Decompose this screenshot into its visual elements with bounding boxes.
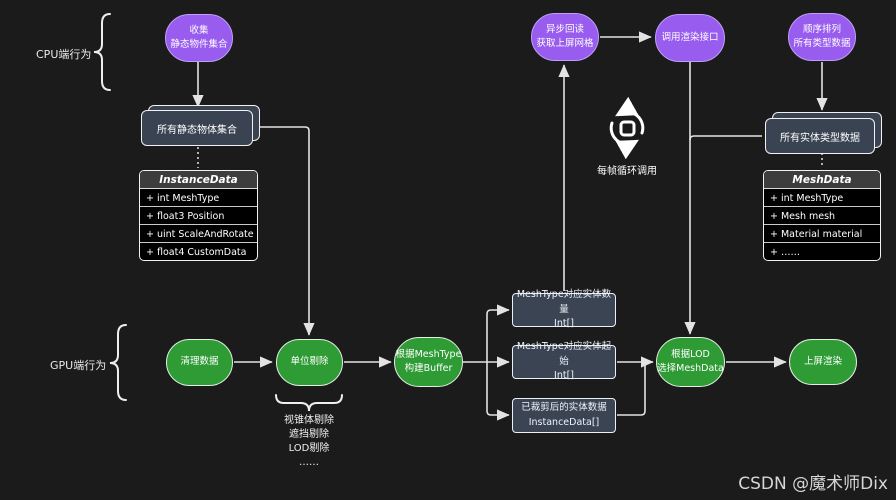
node-collect-static-objects: 收集 静态物件集合 <box>165 14 233 62</box>
node-async-readback: 异步回读 获取上屏网格 <box>531 13 599 61</box>
class-title: InstanceData <box>140 171 257 189</box>
gpu-side-label: GPU端行为 <box>50 359 107 372</box>
node-select-lod-meshdata: 根据LOD 选择MeshData <box>656 337 725 387</box>
class-field: + float4 CustomData <box>146 246 247 258</box>
node-clean-data: 清理数据 <box>166 339 233 386</box>
cull-method: 遮挡剔除 <box>289 429 329 440</box>
class-field: + …… <box>770 246 800 258</box>
class-field: + uint ScaleAndRotate <box>140 225 257 243</box>
node-call-render-api: 调用渲染接口 <box>655 14 725 62</box>
class-mesh-data: MeshData + int MeshType + Mesh mesh + Ma… <box>763 170 881 261</box>
container-mesh-type-data: 所有实体类型数据 <box>765 118 875 154</box>
node-unit-culling: 单位剔除 <box>276 339 343 386</box>
cpu-brace <box>93 13 111 91</box>
class-instance-data: InstanceData + int MeshType + float3 Pos… <box>139 170 258 261</box>
buffer-culled-instances: 已裁剪后的实体数据 InstanceData[] <box>512 398 616 433</box>
class-field: + Mesh mesh <box>764 207 880 225</box>
loop-note: 每帧循环调用 <box>597 166 657 177</box>
cull-method: 视锥体剔除 <box>284 415 334 426</box>
loop-icon <box>609 96 645 160</box>
node-build-buffer: 根据MeshType 构建Buffer <box>394 337 463 387</box>
watermark: CSDN @魔术师Dix <box>738 474 888 494</box>
cull-method: …… <box>299 457 319 468</box>
cull-methods-brace <box>275 394 343 412</box>
node-screen-render: 上屏渲染 <box>789 339 857 385</box>
class-field: + int MeshType <box>764 189 880 207</box>
buffer-entity-count: MeshType对应实体数量 Int[] <box>512 289 616 329</box>
gpu-brace <box>109 324 127 401</box>
class-field: + float3 Position <box>140 207 257 225</box>
class-field: + int MeshType <box>140 189 257 207</box>
arrow-build-to-culled <box>486 362 510 421</box>
buffer-entity-start: MeshType对应实体起始 Int[] <box>512 341 616 381</box>
cull-methods-note: 视锥体剔除 遮挡剔除 LOD剔除 …… <box>254 414 364 470</box>
wire-culled-to-lod <box>617 361 650 416</box>
class-field: + Material material <box>764 225 880 243</box>
arrow-static-to-cull <box>253 126 315 336</box>
wire-meshtypedata-branch <box>689 135 762 141</box>
class-title: MeshData <box>764 171 880 189</box>
arrow-build-to-count <box>486 304 510 362</box>
node-sort-all-types: 顺序排列 所有类型数据 <box>788 13 856 61</box>
cpu-side-label: CPU端行为 <box>36 48 92 61</box>
cull-method: LOD剔除 <box>288 443 330 454</box>
container-static-objects: 所有静态物体集合 <box>141 110 253 146</box>
